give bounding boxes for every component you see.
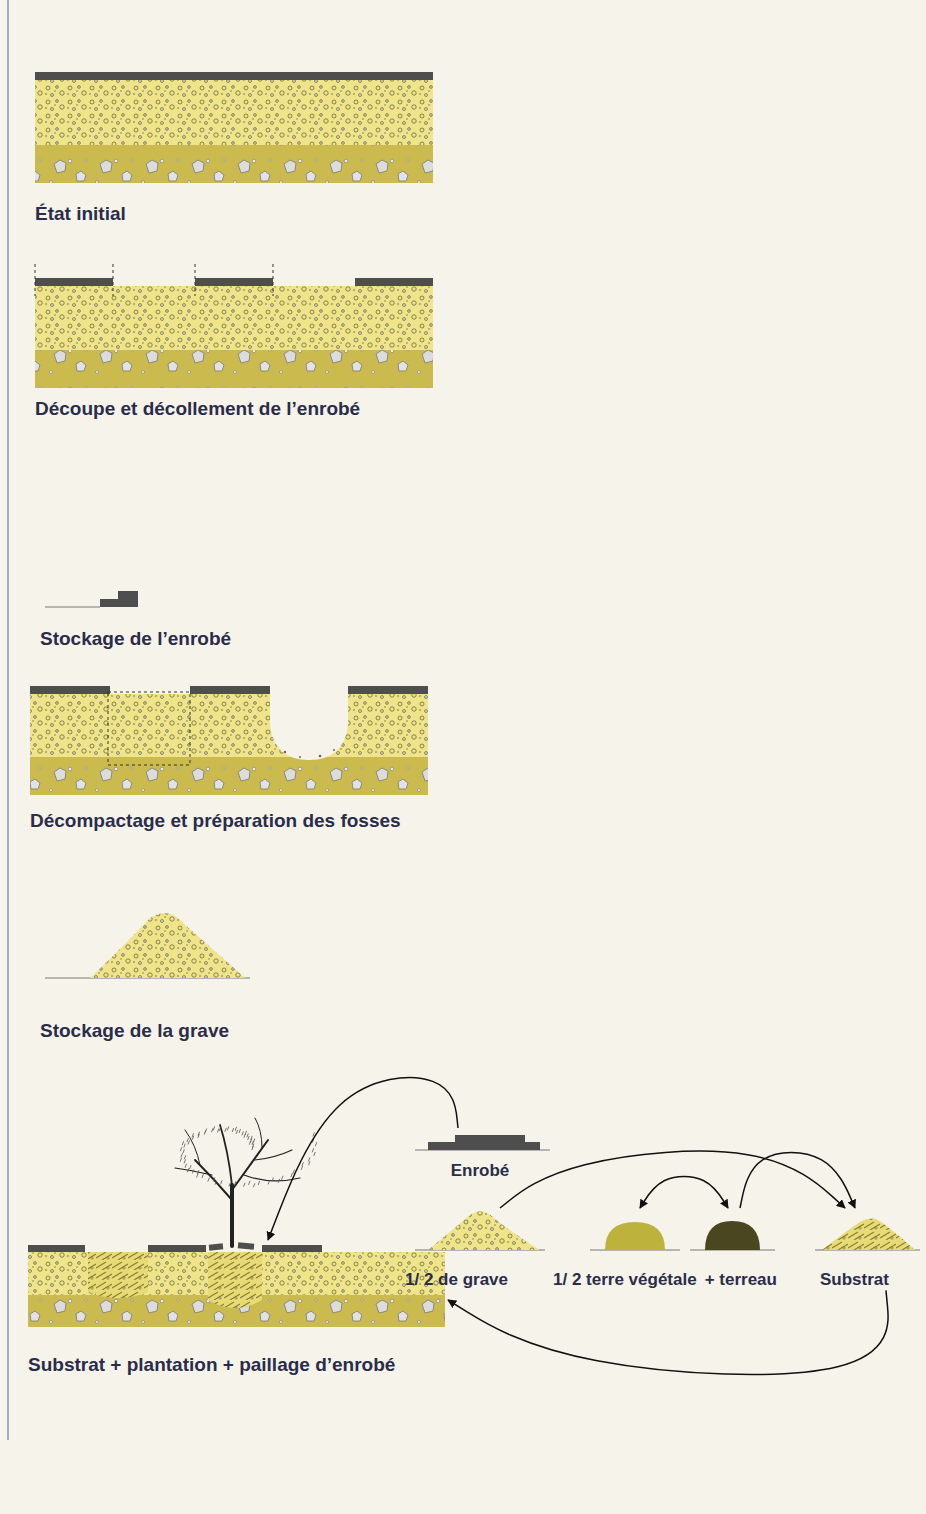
twig (182, 1141, 184, 1145)
twig (217, 1129, 219, 1133)
twig (242, 1131, 244, 1135)
twig (183, 1149, 185, 1153)
twig (202, 1174, 204, 1178)
step-panel: Décompactage et préparation des fosses (30, 682, 490, 833)
twig (236, 1130, 238, 1134)
twig (253, 1183, 255, 1187)
twig (232, 1128, 234, 1132)
step-panel: Stockage de l’enrobé (40, 585, 340, 651)
twig (301, 1166, 303, 1170)
flow-arrow (740, 1152, 855, 1208)
twig (308, 1161, 310, 1165)
twig (249, 1181, 251, 1185)
material-pile: 1/ 2 terre végétale (553, 1208, 697, 1290)
twig (187, 1138, 189, 1142)
twig (229, 1183, 231, 1187)
twig (244, 1134, 246, 1138)
twig (278, 1179, 280, 1183)
twig (180, 1158, 182, 1162)
step-caption: Substrat + plantation + paillage d’enrob… (28, 1354, 448, 1377)
step-caption: Découpe et décollement de l’enrobé (35, 398, 455, 421)
twig (208, 1178, 210, 1182)
twig (308, 1157, 310, 1161)
twig (225, 1128, 227, 1132)
flow-arrow (268, 1078, 458, 1240)
twig (211, 1128, 213, 1132)
twig (249, 1141, 251, 1145)
twig (302, 1162, 304, 1166)
twig (312, 1148, 314, 1152)
material-pile: Substrat (820, 1208, 889, 1290)
twig (184, 1159, 186, 1163)
material-label: 1/ 2 de grave (405, 1270, 508, 1290)
twig (192, 1136, 194, 1140)
step-panel: État initial (35, 68, 435, 226)
twig (239, 1129, 241, 1133)
twig (187, 1168, 189, 1172)
twig (204, 1131, 206, 1135)
twig (227, 1126, 229, 1130)
twig (248, 1136, 250, 1140)
twig (315, 1142, 317, 1146)
twig (314, 1152, 316, 1156)
twig (192, 1169, 194, 1173)
twig (313, 1132, 315, 1136)
material-pile: Enrobé (440, 1128, 520, 1181)
step-panel: Découpe et décollement de l’enrobé (35, 262, 455, 421)
step-panel: Substrat + plantation + paillage d’enrob… (28, 1240, 448, 1377)
twig (268, 1180, 270, 1184)
twig (272, 1178, 274, 1182)
step-caption: État initial (35, 203, 435, 226)
twig (252, 1141, 254, 1145)
twig (180, 1147, 182, 1151)
twig (291, 1173, 293, 1177)
material-label: 1/ 2 terre végétale (553, 1270, 697, 1290)
twig (197, 1170, 199, 1174)
step-caption: Stockage de l’enrobé (40, 628, 340, 651)
step-caption: Décompactage et préparation des fosses (30, 810, 490, 833)
twig (185, 1164, 187, 1168)
flow-arrow (640, 1176, 728, 1208)
twig (293, 1170, 295, 1174)
twig (221, 1180, 223, 1184)
twig (213, 1177, 215, 1181)
twig (188, 1140, 190, 1144)
material-label: Substrat (820, 1270, 889, 1290)
twig (198, 1134, 200, 1138)
twig (234, 1181, 236, 1185)
flow-arrow (500, 1151, 845, 1208)
twig (235, 1127, 237, 1131)
material-label: Enrobé (440, 1161, 520, 1181)
twig (282, 1176, 284, 1180)
step-panel: Stockage de la grave (40, 905, 340, 1043)
flow-arrow (448, 1290, 888, 1374)
twig (184, 1144, 186, 1148)
twig (258, 1181, 260, 1185)
twig (253, 1139, 255, 1143)
twig (184, 1155, 186, 1159)
material-pile: + terreau (705, 1208, 777, 1290)
step-caption: Stockage de la grave (40, 1020, 340, 1043)
twig (244, 1183, 246, 1187)
twig (215, 1181, 217, 1185)
twig (190, 1165, 192, 1169)
material-label: + terreau (705, 1270, 777, 1290)
twig (247, 1133, 249, 1137)
material-pile: 1/ 2 de grave (405, 1208, 508, 1290)
twig (213, 1126, 215, 1130)
twig (181, 1153, 183, 1157)
twig (219, 1127, 221, 1131)
